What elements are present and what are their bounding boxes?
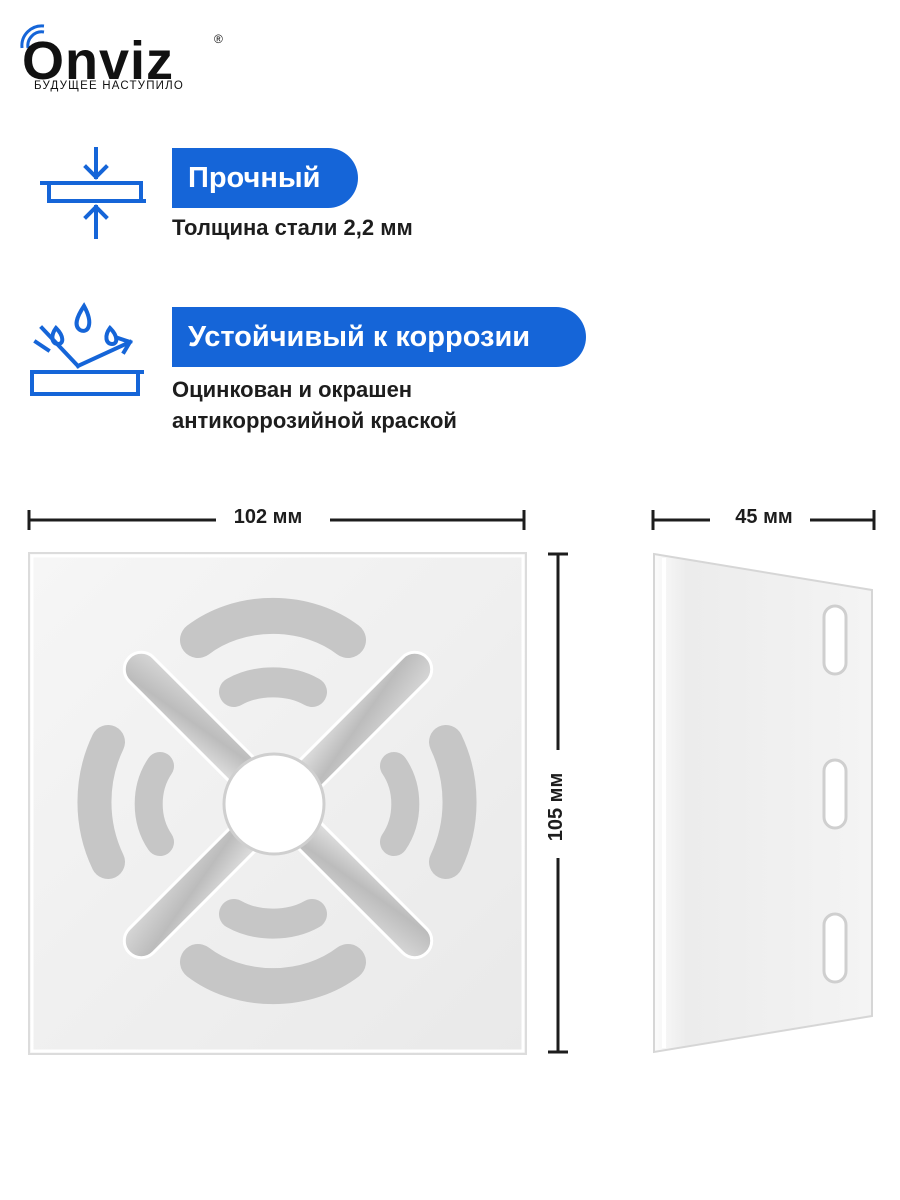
feature-title-corrosion: Устойчивый к коррозии [172, 307, 586, 367]
feature-description-line: Оцинкован и окрашен [172, 377, 413, 402]
height-dimension-line [548, 552, 568, 1054]
feature-description-strength: Толщина стали 2,2 мм [172, 212, 413, 243]
width-dimension-label: 102 мм [216, 506, 320, 529]
depth-dimension-line [651, 510, 876, 530]
registered-mark: ® [214, 32, 223, 46]
brand-tagline: БУДУЩЕЕ НАСТУПИЛО [34, 80, 185, 92]
depth-dimension-label: 45 мм [722, 506, 806, 529]
wifi-signal-icon [20, 24, 45, 49]
width-dimension-line [27, 510, 526, 530]
mounting-plate-front-view [28, 552, 527, 1055]
feature-description-corrosion: Оцинкован и окрашен антикоррозийной крас… [172, 374, 457, 436]
feature-title-strength: Прочный [172, 148, 358, 208]
corrosion-resistance-icon [30, 302, 144, 396]
feature-description-line: антикоррозийной краской [172, 408, 457, 433]
mounting-plate-side-view [653, 552, 873, 1054]
height-dimension-label: 105 мм [545, 757, 571, 857]
brand-name: Onviz [22, 31, 175, 91]
thickness-icon [40, 147, 146, 239]
feature-description-line: Толщина стали 2,2 мм [172, 215, 413, 240]
brand-logo: Onviz ® БУДУЩЕЕ НАСТУПИЛО [18, 18, 248, 98]
